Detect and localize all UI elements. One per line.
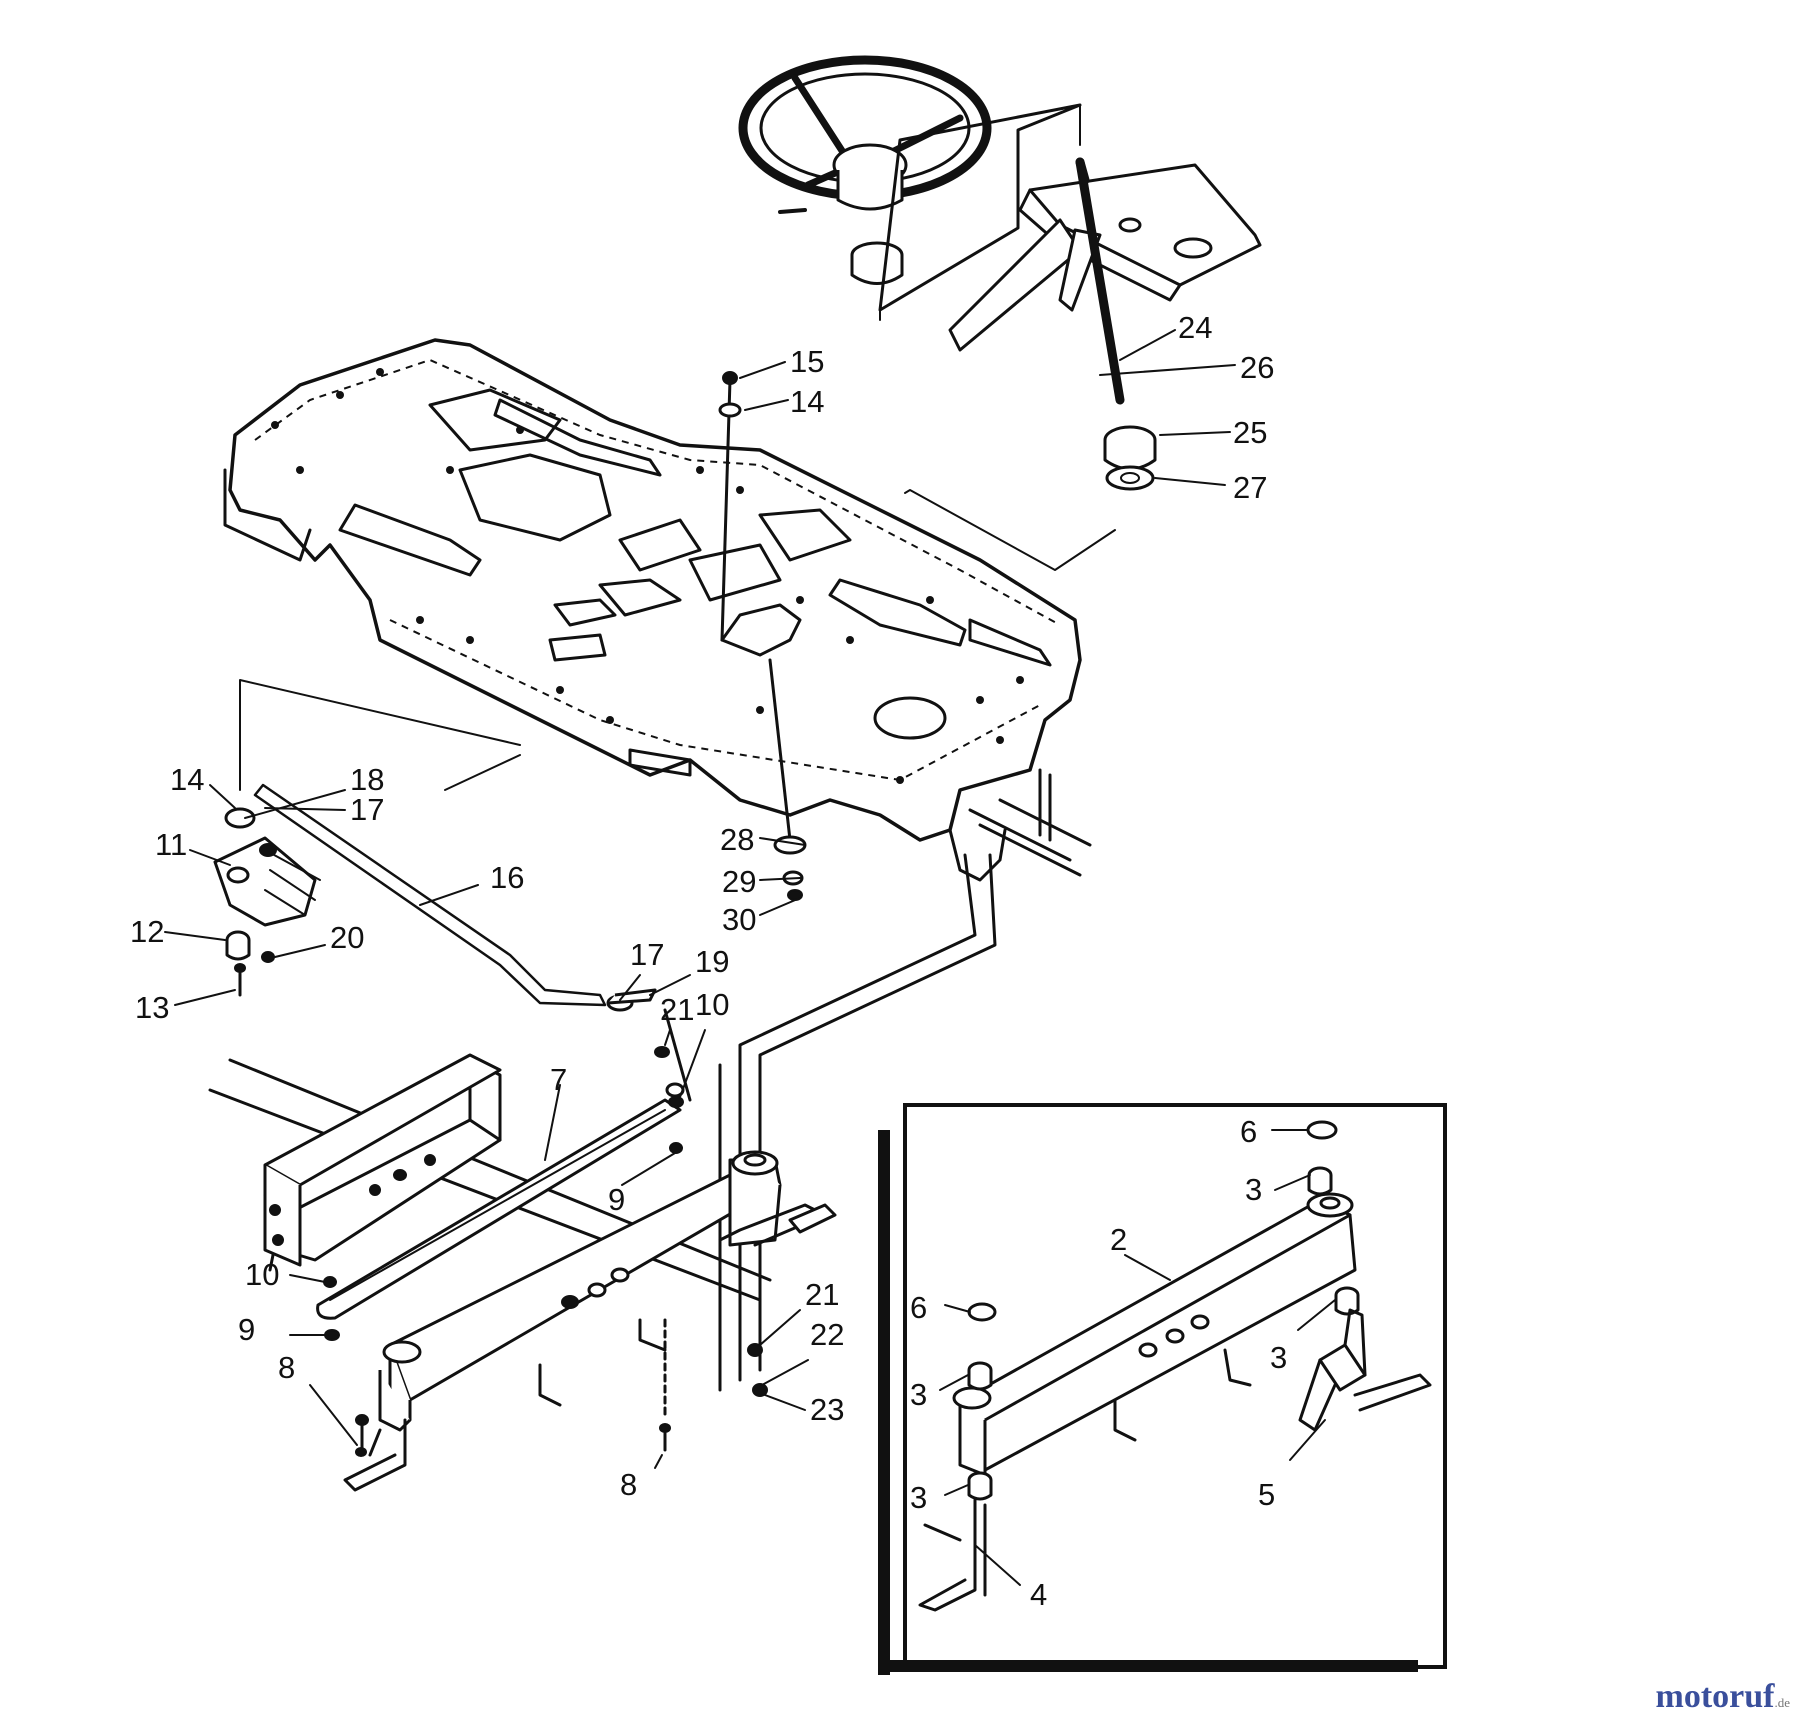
label-11: 11 — [155, 827, 187, 862]
label-8-left: 8 — [278, 1350, 295, 1385]
label-26: 26 — [1240, 350, 1274, 385]
label-25: 25 — [1233, 415, 1267, 450]
watermark-suffix: .de — [1774, 1695, 1790, 1710]
front-axle-assembly — [208, 1058, 837, 1492]
label-21-bottom: 21 — [805, 1277, 839, 1312]
watermark-logo: motoruf.de — [1656, 1678, 1791, 1716]
label-22: 22 — [810, 1317, 844, 1352]
steering-wheel — [738, 55, 992, 285]
label-10-top: 10 — [695, 987, 729, 1022]
steering-column-support — [878, 103, 1262, 571]
label-9-bottom: 9 — [238, 1312, 255, 1347]
label-30: 30 — [722, 902, 756, 937]
label-28: 28 — [720, 822, 754, 857]
label-3-top: 3 — [1245, 1172, 1262, 1207]
part-labels: 15 14 24 26 25 27 28 29 30 14 18 17 11 1… — [130, 310, 1287, 1612]
label-9-top: 9 — [608, 1182, 625, 1217]
chassis-frame — [223, 338, 1092, 882]
mounting-bracket — [263, 1053, 502, 1267]
label-3-right: 3 — [1270, 1340, 1287, 1375]
label-17-bottom: 17 — [630, 937, 664, 972]
label-27: 27 — [1233, 470, 1267, 505]
label-6-top: 6 — [1240, 1114, 1257, 1149]
label-16: 16 — [490, 860, 524, 895]
label-4: 4 — [1030, 1577, 1047, 1612]
label-5: 5 — [1258, 1477, 1275, 1512]
label-3-bottom: 3 — [910, 1480, 927, 1515]
label-14-top: 14 — [790, 384, 824, 419]
label-7: 7 — [550, 1062, 567, 1097]
leader-lines — [164, 329, 1336, 1586]
label-21-top: 21 — [660, 992, 694, 1027]
label-13: 13 — [135, 990, 169, 1025]
steering-shaft — [239, 371, 807, 901]
steering-sector — [213, 783, 657, 1012]
label-8-center: 8 — [620, 1467, 637, 1502]
label-15: 15 — [790, 344, 824, 379]
watermark-text: motoruf — [1655, 1678, 1775, 1715]
label-29: 29 — [722, 864, 756, 899]
label-12: 12 — [130, 914, 164, 949]
label-14-left: 14 — [170, 762, 204, 797]
label-2: 2 — [1110, 1222, 1127, 1257]
label-18: 18 — [350, 762, 384, 797]
label-19: 19 — [695, 944, 729, 979]
label-6-bottom: 6 — [910, 1290, 927, 1325]
label-3-mid: 3 — [910, 1377, 927, 1412]
label-20: 20 — [330, 920, 364, 955]
label-23: 23 — [810, 1392, 844, 1427]
inset-box — [878, 1103, 1447, 1675]
linkage-rods — [654, 853, 997, 1397]
label-17-top: 17 — [350, 792, 384, 827]
label-10-bottom: 10 — [245, 1257, 279, 1292]
label-24: 24 — [1178, 310, 1212, 345]
